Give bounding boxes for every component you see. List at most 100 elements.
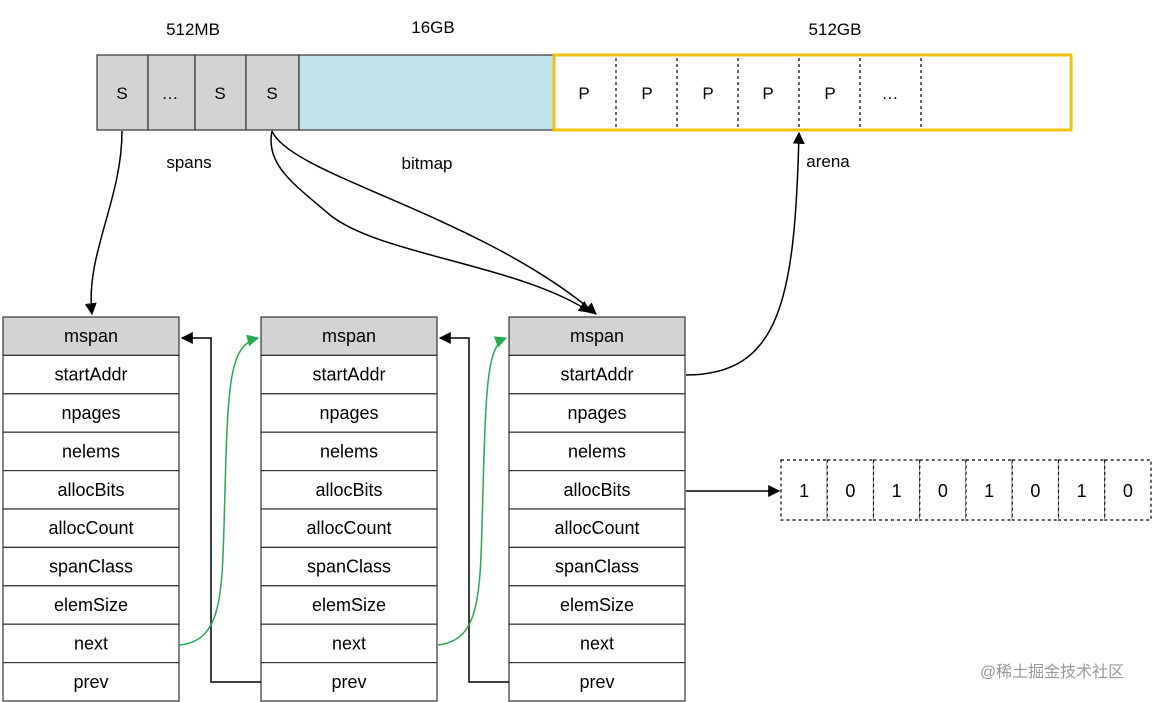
- bitmap-region: [298, 54, 555, 131]
- arrow-next-1-to-2: [179, 334, 260, 646]
- bit-value: 1: [984, 481, 994, 501]
- mspan-field-label: spanClass: [49, 557, 133, 577]
- mspan-field-label: prev: [331, 672, 366, 692]
- mspan-field-cell: [260, 393, 438, 433]
- alloc-bits-array: 1 0 1 0 1 0 1 0: [780, 459, 1152, 521]
- mspan-field-label: npages: [319, 403, 378, 423]
- arrow-startaddr-to-arena: [685, 131, 805, 376]
- bit-cell: [1104, 459, 1152, 521]
- mspan-field-label: npages: [567, 403, 626, 423]
- bitmap-label: bitmap: [401, 154, 452, 173]
- spans-label: spans: [166, 153, 211, 172]
- spans-cell: [194, 54, 247, 131]
- bit-value: 0: [845, 481, 855, 501]
- mspan-field-label: mspan: [322, 326, 376, 346]
- mspan-field-label: prev: [73, 672, 108, 692]
- mspan-field-cell: [508, 470, 686, 510]
- bit-value: 1: [799, 481, 809, 501]
- mspan-field-cell: [260, 431, 438, 472]
- spans-cell-label: S: [116, 84, 127, 103]
- arena-label: arena: [806, 152, 850, 171]
- arena-page-label: P: [762, 84, 773, 103]
- mspan-field-label: allocCount: [48, 518, 133, 538]
- mspan-field-label: next: [74, 633, 108, 653]
- mspan-field-label: npages: [61, 403, 120, 423]
- mspan-field-label: nelems: [62, 441, 120, 461]
- mspan-field-label: elemSize: [560, 595, 634, 615]
- spans-cell-label: …: [162, 84, 179, 103]
- spans-cell-label: S: [266, 84, 277, 103]
- arena-page-label: P: [641, 84, 652, 103]
- mspan-field-cell: [260, 354, 438, 395]
- mspan-field-cell: [508, 546, 686, 587]
- mspan-field-label: spanClass: [555, 557, 639, 577]
- mspan-field-label: next: [332, 633, 366, 653]
- mspan-field-cell: [260, 546, 438, 587]
- mspan-field-cell: [2, 354, 180, 395]
- mspan-field-cell: [508, 662, 686, 702]
- bit-cell: [1011, 459, 1060, 521]
- mspan-field-cell: [2, 546, 180, 587]
- spans-size-label: 512MB: [166, 20, 220, 39]
- bit-cell: [919, 459, 967, 521]
- mspan-field-cell: [508, 508, 686, 549]
- spans-region: S … S S: [96, 54, 300, 131]
- spans-cell-label: S: [214, 84, 225, 103]
- arena-page-label: …: [882, 84, 899, 103]
- mspan-struct: mspan startAddr npages nelems allocBits alloc…: [508, 316, 686, 702]
- mspan-field-cell: [2, 431, 180, 472]
- bit-cell: [965, 459, 1013, 521]
- bitmap-size-label: 16GB: [411, 18, 454, 37]
- spans-cell: [96, 54, 149, 131]
- arrow-span-to-mspan-3: [271, 130, 597, 315]
- mspan-field-label: allocBits: [563, 480, 630, 500]
- mspan-field-cell: [260, 508, 438, 549]
- bit-value: 0: [1030, 481, 1040, 501]
- bit-value: 1: [892, 481, 902, 501]
- arena-page-label: P: [702, 84, 713, 103]
- arena-page-label: P: [824, 84, 835, 103]
- arrow-prev-2-to-1: [180, 332, 261, 683]
- mspan-field-cell: [2, 508, 180, 549]
- mspan-field-cell: [508, 393, 686, 433]
- mspan-struct: mspanstartAddrnpagesnelemsallocBitsalloc…: [260, 316, 438, 702]
- mspan-field-label: allocCount: [554, 518, 639, 538]
- mspan-field-label: mspan: [64, 326, 118, 346]
- mspan-field-label: startAddr: [312, 365, 385, 385]
- arrow-prev-3-to-2: [438, 332, 509, 683]
- mspan-field-cell: [2, 662, 180, 702]
- mspan-field-label: nelems: [320, 441, 378, 461]
- spans-cell: [147, 54, 196, 131]
- mspan-field-label: startAddr: [560, 365, 633, 385]
- mspan-field-label: allocBits: [57, 480, 124, 500]
- bit-cell: [1057, 459, 1106, 521]
- watermark: @稀土掘金技术社区: [980, 663, 1124, 681]
- mspan-field-label: mspan: [570, 326, 624, 346]
- bit-cell: [780, 459, 828, 521]
- mspan-field-label: allocBits: [315, 480, 382, 500]
- mspan-field-cell: [508, 316, 686, 357]
- mspan-field-cell: [260, 585, 438, 625]
- arrow-next-2-to-3: [437, 336, 508, 646]
- mspan-field-cell: [508, 623, 686, 664]
- mspan-field-label: nelems: [568, 441, 626, 461]
- mspan-field-label: elemSize: [54, 595, 128, 615]
- mspan-field-label: spanClass: [307, 557, 391, 577]
- bit-value: 0: [1123, 481, 1133, 501]
- arena-box: [552, 53, 1073, 132]
- mspan-field-label: next: [580, 633, 614, 653]
- mspan-field-cell: [508, 354, 686, 395]
- arena-page-label: P: [578, 84, 589, 103]
- mspan-field-label: startAddr: [54, 365, 127, 385]
- bit-value: 1: [1077, 481, 1087, 501]
- arena-size-label: 512GB: [809, 20, 862, 39]
- mspan-field-cell: [260, 470, 438, 510]
- mspan-field-label: prev: [579, 672, 614, 692]
- mspan-field-label: elemSize: [312, 595, 386, 615]
- bit-value: 0: [938, 481, 948, 501]
- arena-region: P P P P P …: [552, 53, 1073, 132]
- bit-cell: [872, 459, 921, 521]
- arrow-span-to-mspan-3-alt: [270, 130, 591, 313]
- bit-cell: [826, 459, 875, 521]
